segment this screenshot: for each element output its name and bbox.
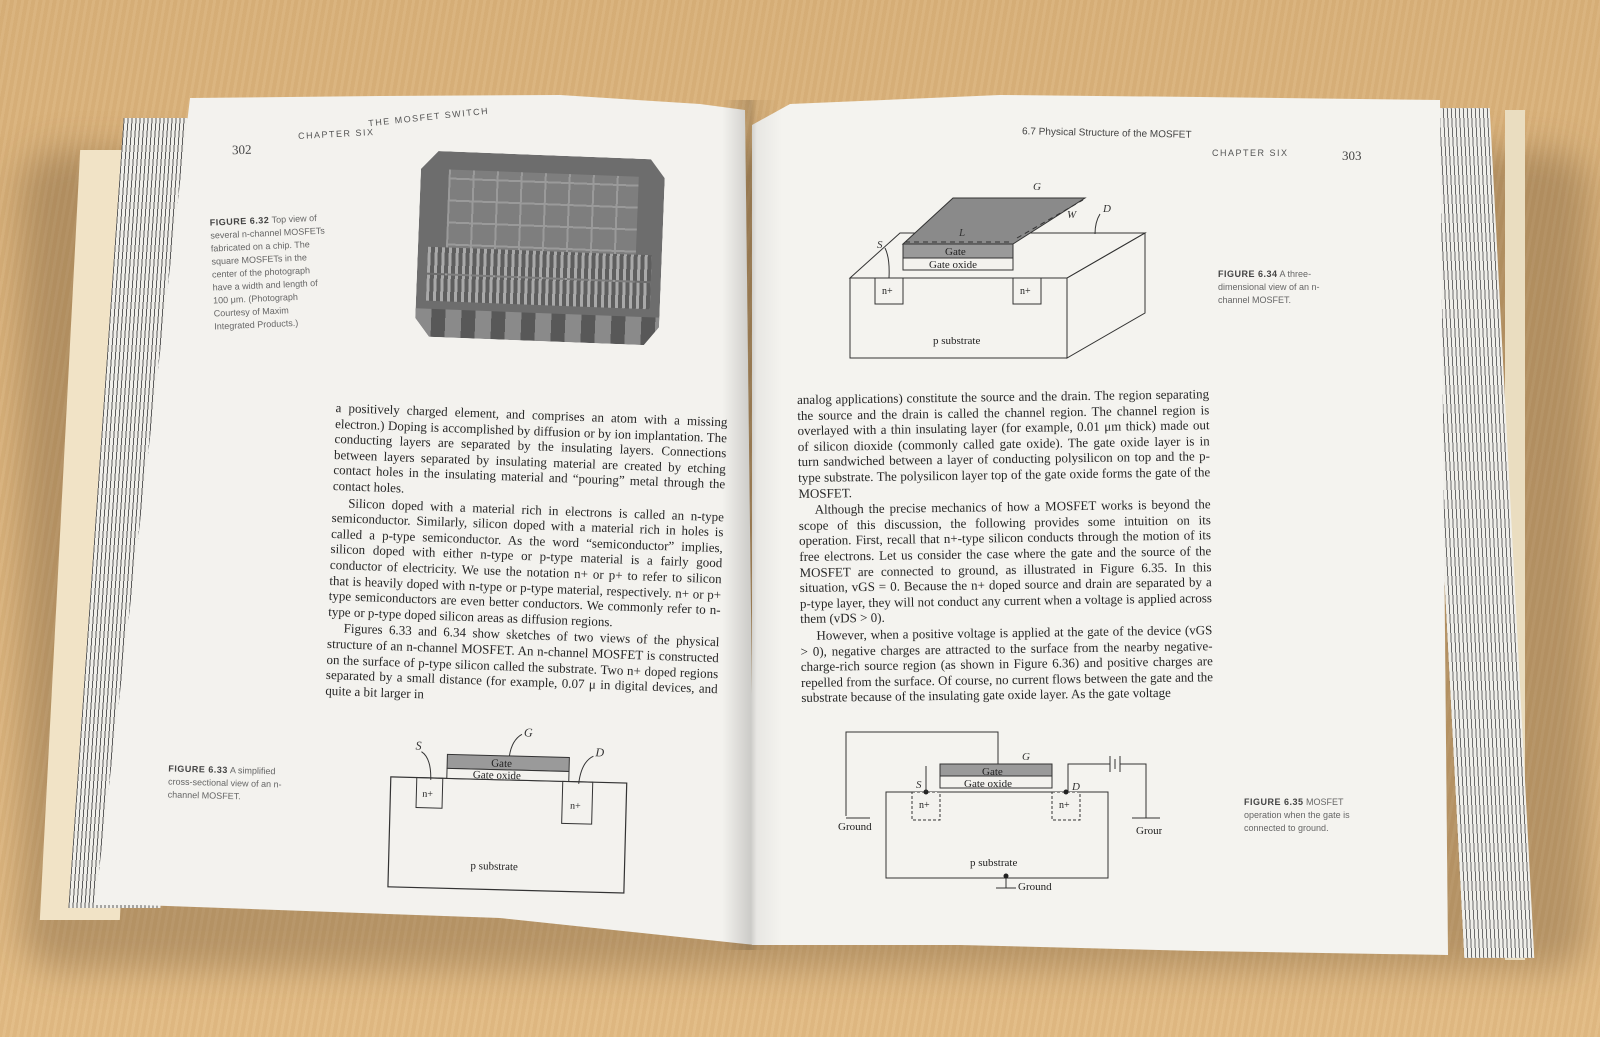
diagram-6-35-ground-bottom: Ground [1018, 881, 1052, 893]
figure-6-35-diagram: G S D Gate Gate oxide n+ n+ p substrate … [838, 731, 1162, 893]
diagram-6-34-w: W [1067, 209, 1077, 221]
right-body-text: analog applications) constitute the sour… [797, 386, 1213, 707]
diagram-6-35-g: G [1022, 751, 1030, 763]
figure-6-35-label: FIGURE 6.35 [1244, 797, 1304, 807]
diagram-6-33-g: G [524, 725, 533, 739]
diagram-6-34-g: G [1033, 181, 1041, 193]
right-chapter-header: CHAPTER SIX [1212, 148, 1289, 158]
diagram-6-34-substrate: p substrate [933, 335, 980, 347]
diagram-6-33-s: S [415, 739, 421, 753]
diagram-6-35-n-right: n+ [1059, 800, 1070, 811]
right-paragraph-3: However, when a positive voltage is appl… [800, 622, 1214, 706]
figure-6-33-diagram: S G D Gate Gate oxide n+ n+ p substrate [387, 725, 628, 894]
diagram-6-34-s: S [877, 239, 883, 251]
figure-6-34-label: FIGURE 6.34 [1218, 269, 1278, 279]
left-paragraph-1: a positively charged element, and compri… [332, 400, 728, 496]
diagram-6-34-gate: Gate [945, 246, 966, 258]
figure-6-34-text: A three-dimensional view of an n-channel… [1218, 269, 1320, 305]
diagram-6-34-n-right: n+ [1020, 286, 1031, 297]
left-body-text: a positively charged element, and compri… [325, 400, 728, 713]
diagram-6-35-s: S [916, 779, 922, 791]
diagram-6-34-gate-oxide: Gate oxide [929, 259, 977, 271]
figure-6-33-label: FIGURE 6.33 [168, 763, 229, 776]
left-paragraph-2: Silicon doped with a material rich in el… [327, 495, 725, 630]
diagram-6-33-n-left: n+ [422, 789, 433, 800]
left-paragraph-3: Figures 6.33 and 6.34 show sketches of t… [325, 620, 720, 702]
book-gutter [722, 100, 782, 950]
figure-6-32-caption: FIGURE 6.32 Top view of several n-channe… [210, 211, 333, 333]
figure-6-33-caption: FIGURE 6.33 A simplified cross-sectional… [168, 762, 287, 804]
diagram-6-35-ground-left: Ground [838, 821, 872, 833]
diagram-6-35-ground-right: Ground [1136, 825, 1162, 837]
diagram-6-35-gate: Gate [982, 766, 1003, 778]
figure-6-32-photograph [415, 150, 666, 345]
diagram-6-35-n-left: n+ [919, 800, 930, 811]
left-page-number: 302 [231, 141, 252, 158]
diagram-6-35-d: D [1071, 781, 1080, 793]
diagram-6-33-n-right: n+ [570, 801, 581, 812]
diagram-6-33-substrate: p substrate [470, 860, 518, 873]
diagram-6-34-l: L [958, 227, 965, 239]
figure-6-35-caption: FIGURE 6.35 MOSFET operation when the ga… [1244, 796, 1372, 835]
right-paragraph-1: analog applications) constitute the sour… [797, 386, 1211, 501]
diagram-6-35-substrate: p substrate [970, 857, 1017, 869]
right-page-number: 303 [1342, 148, 1362, 163]
figure-6-32-label: FIGURE 6.32 [209, 215, 270, 228]
figure-6-34-diagram: S G W D L Gate Gate oxide n+ n+ p substr… [848, 181, 1147, 359]
figure-6-32-text: Top view of several n-channel MOSFETs fa… [210, 212, 325, 332]
diagram-6-34-d: D [1102, 203, 1111, 215]
diagram-6-33-d: D [594, 745, 604, 759]
figure-6-35-text: MOSFET operation when the gate is connec… [1244, 797, 1350, 833]
diagram-6-35-gate-oxide: Gate oxide [964, 778, 1012, 790]
right-paragraph-2: Although the precise mechanics of how a … [798, 496, 1213, 627]
diagram-6-33-gate: Gate [491, 757, 512, 770]
figure-6-34-caption: FIGURE 6.34 A three-dimensional view of … [1218, 268, 1338, 307]
diagram-6-34-n-left: n+ [882, 286, 893, 297]
diagram-6-33-gate-oxide: Gate oxide [473, 769, 521, 782]
